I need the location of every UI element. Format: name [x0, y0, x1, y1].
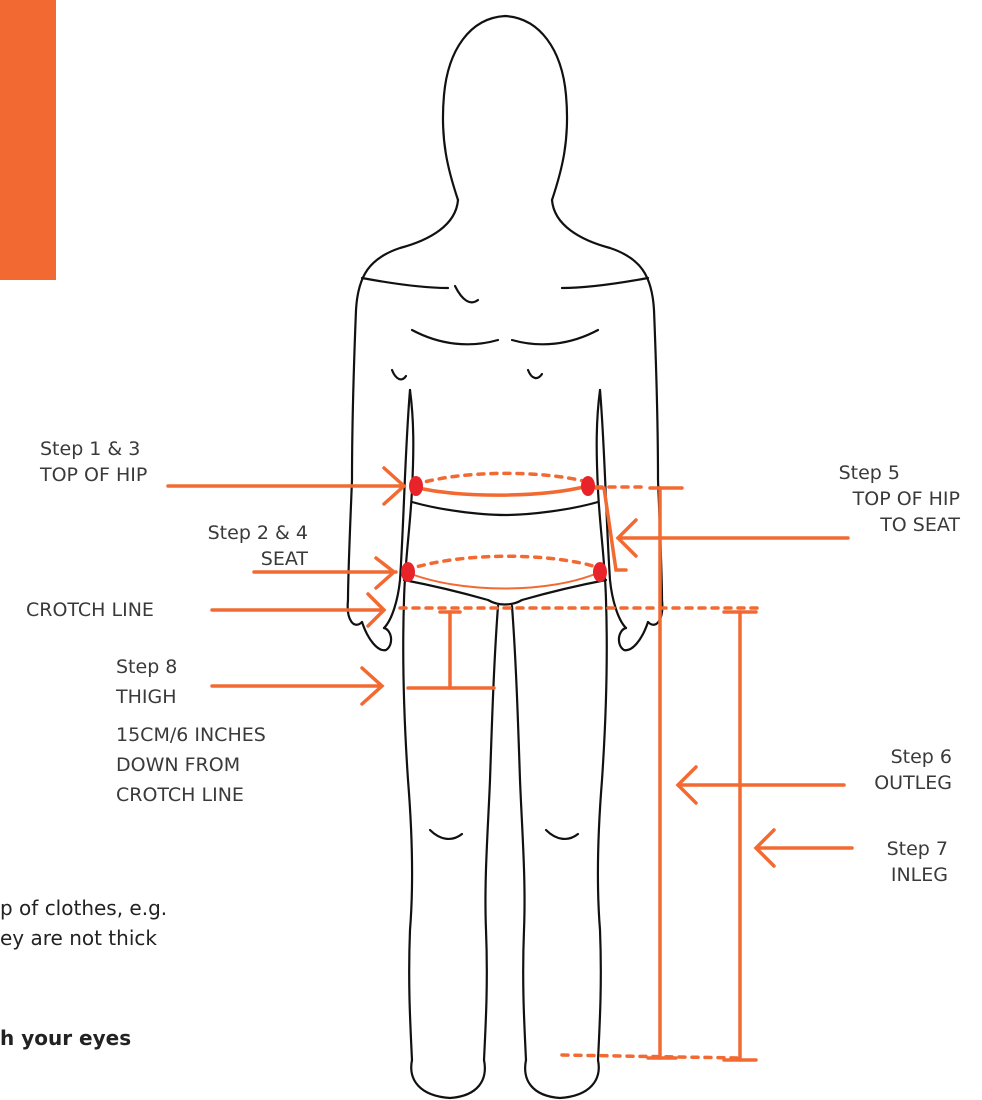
step6-label: Step 6 OUTLEG — [874, 744, 952, 796]
hip-marker-right — [581, 476, 595, 496]
step7-title: Step 7 — [887, 836, 948, 862]
instruction-line-1: p of clothes, e.g. — [0, 894, 167, 922]
hip-measure-back — [414, 473, 588, 485]
step7-desc: INLEG — [887, 862, 948, 888]
step13-arrow — [168, 468, 404, 504]
step5-arrow — [618, 520, 848, 556]
step24-label: Step 2 & 4 SEAT — [208, 520, 308, 572]
step8-note-1: 15CM/6 INCHES — [116, 720, 266, 750]
step13-label: Step 1 & 3 TOP OF HIP — [40, 436, 147, 488]
step8-note-3: CROTCH LINE — [116, 780, 266, 810]
step7-label: Step 7 INLEG — [887, 836, 948, 888]
step8-note-2: DOWN FROM — [116, 750, 266, 780]
seat-marker-right — [593, 562, 607, 582]
step13-desc: TOP OF HIP — [40, 462, 147, 488]
step24-desc: SEAT — [208, 546, 308, 572]
step24-title: Step 2 & 4 — [208, 520, 308, 546]
crotch-text: CROTCH LINE — [26, 597, 154, 623]
step6-desc: OUTLEG — [874, 770, 952, 796]
step5-label: Step 5 TOP OF HIP TO SEAT — [839, 460, 960, 538]
step5-desc-1: TOP OF HIP — [839, 486, 960, 512]
hip-marker-left — [409, 476, 423, 496]
instruction-line-3: h your eyes — [0, 1024, 131, 1052]
step8-label: Step 8 THIGH 15CM/6 INCHES DOWN FROM CRO… — [116, 652, 266, 810]
hip-measure-front — [414, 486, 588, 495]
crotch-label: CROTCH LINE — [26, 597, 154, 623]
step7-arrow — [756, 830, 852, 866]
seat-marker-left — [401, 562, 415, 582]
step6-title: Step 6 — [874, 744, 952, 770]
step8-desc: THIGH — [116, 682, 266, 712]
crotch-arrow — [212, 594, 384, 626]
instruction-line-2: ey are not thick — [0, 924, 157, 952]
accent-bar — [0, 0, 56, 280]
step5-desc-2: TO SEAT — [839, 512, 960, 538]
step5-title: Step 5 — [839, 460, 900, 486]
step8-title: Step 8 — [116, 652, 266, 682]
step6-arrow — [678, 767, 844, 803]
step13-title: Step 1 & 3 — [40, 436, 147, 462]
seat-measure-back — [406, 556, 600, 570]
